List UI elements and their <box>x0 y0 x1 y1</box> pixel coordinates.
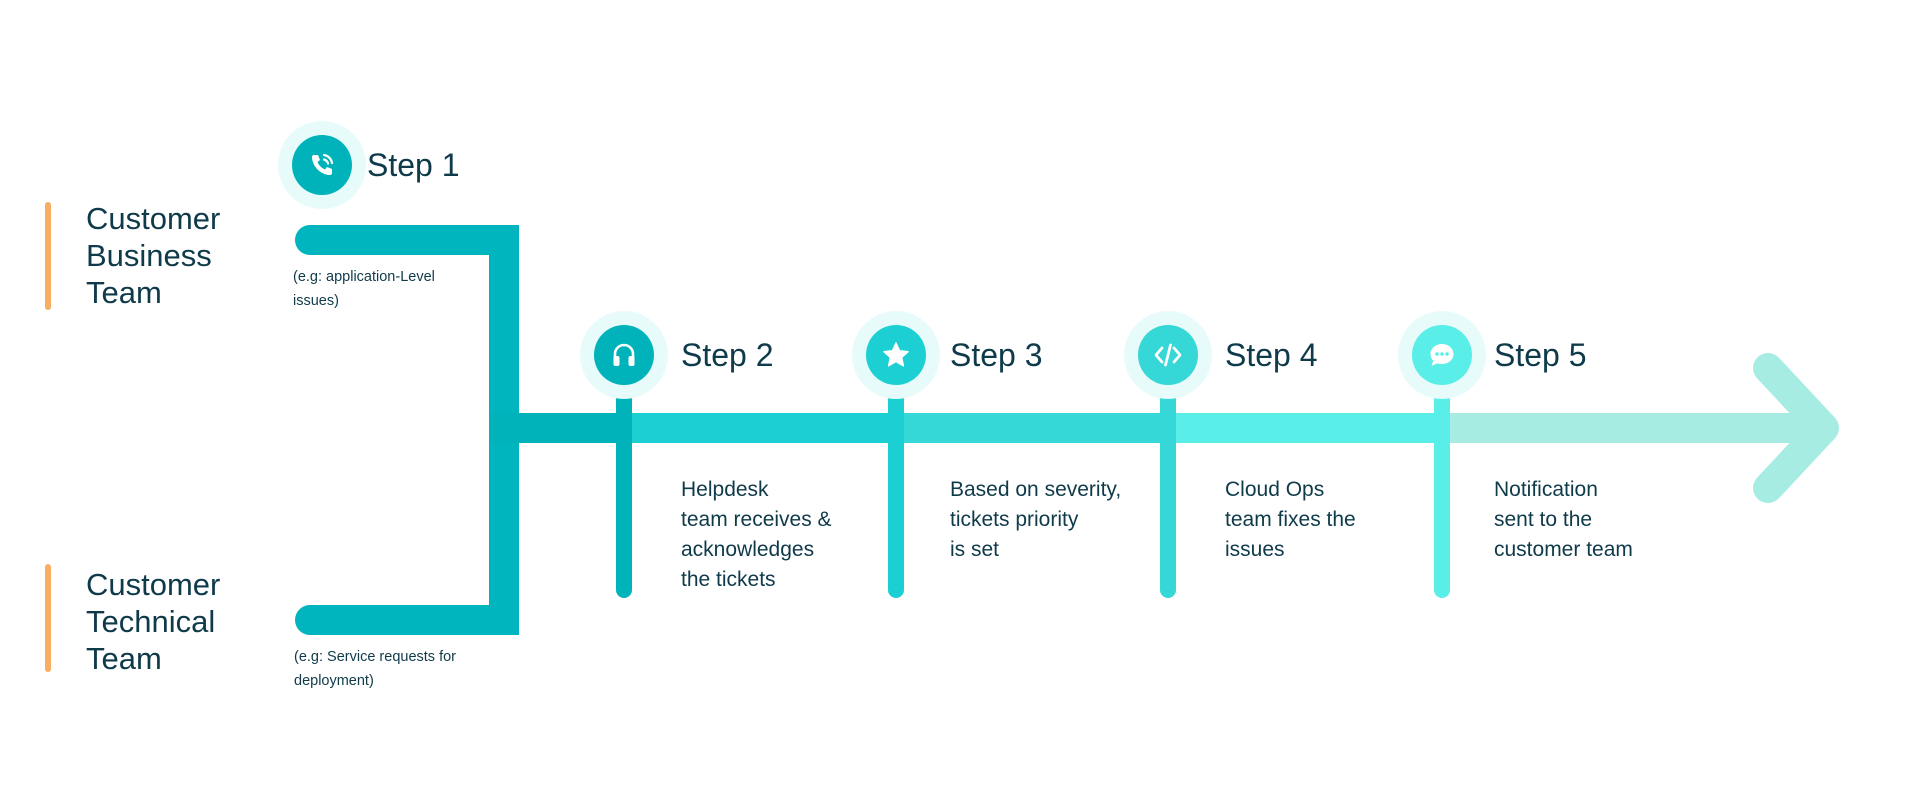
technical-team-accent <box>45 564 51 672</box>
step-5-title: Step 5 <box>1494 337 1587 373</box>
step-5-marker <box>1398 311 1486 399</box>
step-5-stem <box>1434 370 1450 598</box>
customer-technical-team-label: Customer Technical Team <box>86 567 221 676</box>
step-5-badge <box>1412 325 1472 385</box>
step-1-badge <box>292 135 352 195</box>
step-2-title: Step 2 <box>681 337 774 373</box>
headset-icon <box>613 343 635 366</box>
step-3-title: Step 3 <box>950 337 1043 373</box>
step-5-description: Notification sent to the customer team <box>1494 478 1633 561</box>
flow-segment-3 <box>892 413 1164 443</box>
step-2-badge <box>594 325 654 385</box>
business-team-note: (e.g: application-Level issues) <box>293 269 435 309</box>
star-icon <box>883 342 909 367</box>
step-2-description: Helpdesk team receives & acknowledges th… <box>681 478 832 591</box>
customer-business-team-label: Customer Business Team <box>86 201 221 310</box>
step-4-description: Cloud Ops team fixes the issues <box>1225 478 1356 561</box>
step-3-badge <box>866 325 926 385</box>
step-4-title: Step 4 <box>1225 337 1318 373</box>
flow-segment-1 <box>490 413 620 443</box>
step-4-stem <box>1160 370 1176 598</box>
flow-segment-2 <box>620 413 892 443</box>
flow-segment-5 <box>1436 413 1816 443</box>
technical-team-note: (e.g: Service requests for deployment) <box>294 649 456 689</box>
step-1-title: Step 1 <box>367 147 460 183</box>
business-team-accent <box>45 202 51 310</box>
phone-icon <box>312 153 334 175</box>
step-3-stem <box>888 370 904 598</box>
step-3-description: Based on severity, tickets priority is s… <box>950 478 1122 561</box>
step-4-badge <box>1138 325 1198 385</box>
chat-icon <box>1430 344 1454 366</box>
step-1-marker <box>278 121 366 209</box>
code-icon <box>1154 343 1182 367</box>
flow-segment-4 <box>1164 413 1436 443</box>
step-2-marker <box>580 311 668 399</box>
step-4-marker <box>1124 311 1212 399</box>
step-2-stem <box>616 370 632 598</box>
arrow-head <box>1753 353 1839 503</box>
step-3-marker <box>852 311 940 399</box>
